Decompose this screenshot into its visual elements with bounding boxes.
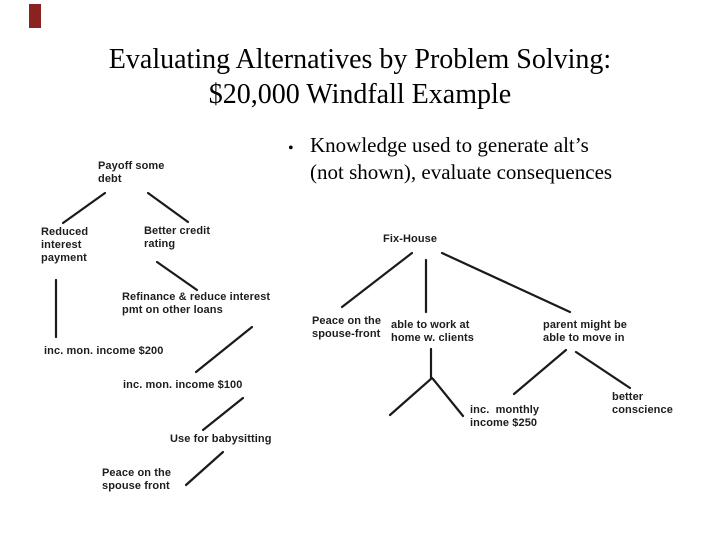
tree-edge: [184, 450, 225, 487]
slide-title-line1: Evaluating Alternatives by Problem Solvi…: [108, 44, 612, 75]
tree-node-inc-mon-income-100: inc. mon. income $100: [123, 379, 243, 391]
slide-title-line2: $20,000 Windfall Example: [208, 79, 512, 110]
slide-title: Evaluating Alternatives by Problem Solvi…: [0, 42, 720, 112]
tree-node-peace-spouse-front: Peace on the spouse front: [102, 467, 172, 492]
tree-node-inc-mon-income-200: inc. mon. income $200: [44, 345, 164, 357]
tree-edge: [340, 251, 414, 309]
bullet-text-line1: Knowledge used to generate alt’s: [310, 133, 589, 157]
bullet-marker: •: [288, 140, 294, 157]
tree-node-payoff-some-debt: Payoff some debt: [98, 160, 165, 185]
tree-edge: [61, 191, 107, 225]
tree-node-inc-monthly-income-250: inc. monthly income $250: [470, 404, 540, 429]
tree-edge: [201, 396, 245, 432]
tree-node-better-conscience: better conscience: [612, 391, 673, 416]
tree-node-refinance-reduce-interest: Refinance & reduce interest pmt on other…: [122, 291, 271, 316]
bullet-item: • Knowledge used to generate alt’s (not …: [288, 132, 698, 186]
red-accent-bar: [29, 4, 41, 28]
tree-edge: [574, 350, 632, 390]
tree-node-fix-house: Fix-House: [383, 233, 438, 245]
tree-edge: [146, 191, 190, 224]
tree-edge: [155, 260, 199, 292]
tree-node-parent-might-move-in: parent might be able to move in: [543, 319, 628, 344]
tree-edge: [431, 377, 465, 418]
tree-node-peace-spouse-front-2: Peace on the spouse-front: [312, 315, 382, 340]
tree-edge: [194, 325, 254, 374]
tree-node-better-credit-rating: Better credit rating: [144, 225, 211, 250]
tree-edge: [388, 376, 434, 417]
bullet-text: Knowledge used to generate alt’s (not sh…: [310, 132, 698, 186]
tree-node-able-to-work-at-home: able to work at home w. clients: [391, 319, 475, 344]
tree-node-use-for-babysitting: Use for babysitting: [170, 433, 272, 445]
tree-edge: [440, 251, 572, 314]
bullet-text-line2: (not shown), evaluate consequences: [310, 160, 613, 184]
tree-edge: [512, 348, 568, 396]
tree-node-reduced-interest-payment: Reduced interest payment: [41, 226, 89, 264]
